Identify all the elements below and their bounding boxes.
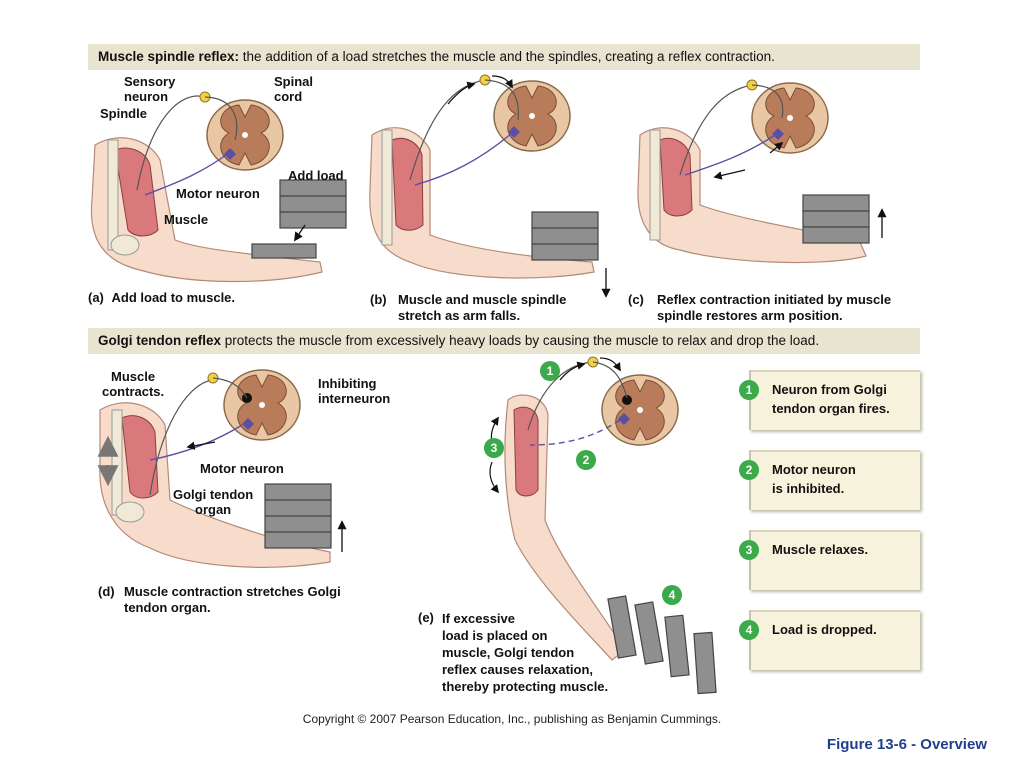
panel-c-illustration (637, 79, 887, 264)
panel-d-illustration (97, 369, 347, 568)
muscle-label: Muscle (164, 212, 209, 227)
step-box-2: 2 Motor neuron is inhibited. (739, 450, 920, 510)
banner-title: Golgi tendon reflex (98, 333, 222, 348)
marker-3: 3 (484, 438, 504, 458)
panel-e-key: (e) (418, 610, 434, 625)
panel-e-illustration (489, 356, 717, 695)
add-load-label: Add load (288, 168, 344, 183)
figure-label: Figure 13-6 - Overview (826, 736, 987, 753)
panel-d-motor-neuron-label: Motor neuron (200, 461, 284, 476)
spindle-label: Spindle (100, 106, 147, 121)
muscle-contracts-label: Muscle contracts. (102, 369, 165, 399)
marker-4: 4 (662, 585, 682, 605)
step-number: 3 (739, 540, 759, 560)
panel-c-key: (c) (628, 292, 644, 307)
inhibiting-interneuron-label: Inhibiting interneuron (318, 376, 391, 406)
panel-a-caption-text: Add load to muscle. (111, 290, 236, 305)
golgi-tendon-organ-label: Golgi tendon organ (173, 487, 254, 517)
step-number: 4 (739, 620, 759, 640)
step-box-1: 1 Neuron from Golgi tendon organ fires. (739, 370, 920, 430)
spinal-cord-label: Spinal cord (274, 74, 314, 104)
panel-a-illustration (90, 91, 347, 283)
step-text: Load is dropped. (772, 622, 877, 637)
panel-e-caption-text: If excessive load is placed on muscle, G… (442, 611, 609, 694)
panel-d-caption-text: Muscle contraction stretches Golgi tendo… (124, 584, 341, 615)
banner-title: Muscle spindle reflex: (98, 49, 240, 64)
panel-a-caption: (a) Add load to muscle. (88, 290, 235, 306)
panel-d-caption: (d) Muscle contraction stretches Golgi t… (98, 584, 388, 616)
panel-b-key: (b) (370, 292, 387, 307)
step-box-4: 4 Load is dropped. (739, 610, 920, 670)
panel-c-caption-text: Reflex contraction initiated by muscle s… (657, 292, 892, 323)
step-text: Muscle relaxes. (772, 542, 869, 557)
step-box-3: 3 Muscle relaxes. (739, 530, 920, 590)
golgi-tendon-banner: Golgi tendon reflex protects the muscle … (88, 328, 920, 354)
step-number: 1 (739, 380, 759, 400)
panel-c-caption: (c) Reflex contraction initiated by musc… (628, 292, 928, 324)
muscle-spindle-banner: Muscle spindle reflex: the addition of a… (88, 44, 920, 70)
panel-e-caption: (e) If excessive load is placed on muscl… (418, 610, 658, 695)
marker-2: 2 (576, 450, 596, 470)
step-text: Motor neuron is inhibited. (772, 462, 856, 496)
panel-b-illustration (369, 74, 611, 298)
sensory-neuron-label: Sensory neuron (124, 74, 176, 104)
panel-a-key: (a) (88, 290, 104, 305)
banner-text: the addition of a load stretches the mus… (239, 49, 775, 64)
step-number: 2 (739, 460, 759, 480)
marker-1: 1 (540, 361, 560, 381)
panel-d-key: (d) (98, 584, 115, 599)
copyright-notice: Copyright © 2007 Pearson Education, Inc.… (302, 712, 722, 726)
panel-b-caption-text: Muscle and muscle spindle stretch as arm… (398, 292, 567, 323)
step-text: Neuron from Golgi tendon organ fires. (772, 382, 890, 416)
banner-text: protects the muscle from excessively hea… (221, 333, 820, 348)
panel-b-caption: (b) Muscle and muscle spindle stretch as… (370, 292, 610, 324)
motor-neuron-label: Motor neuron (176, 186, 260, 201)
